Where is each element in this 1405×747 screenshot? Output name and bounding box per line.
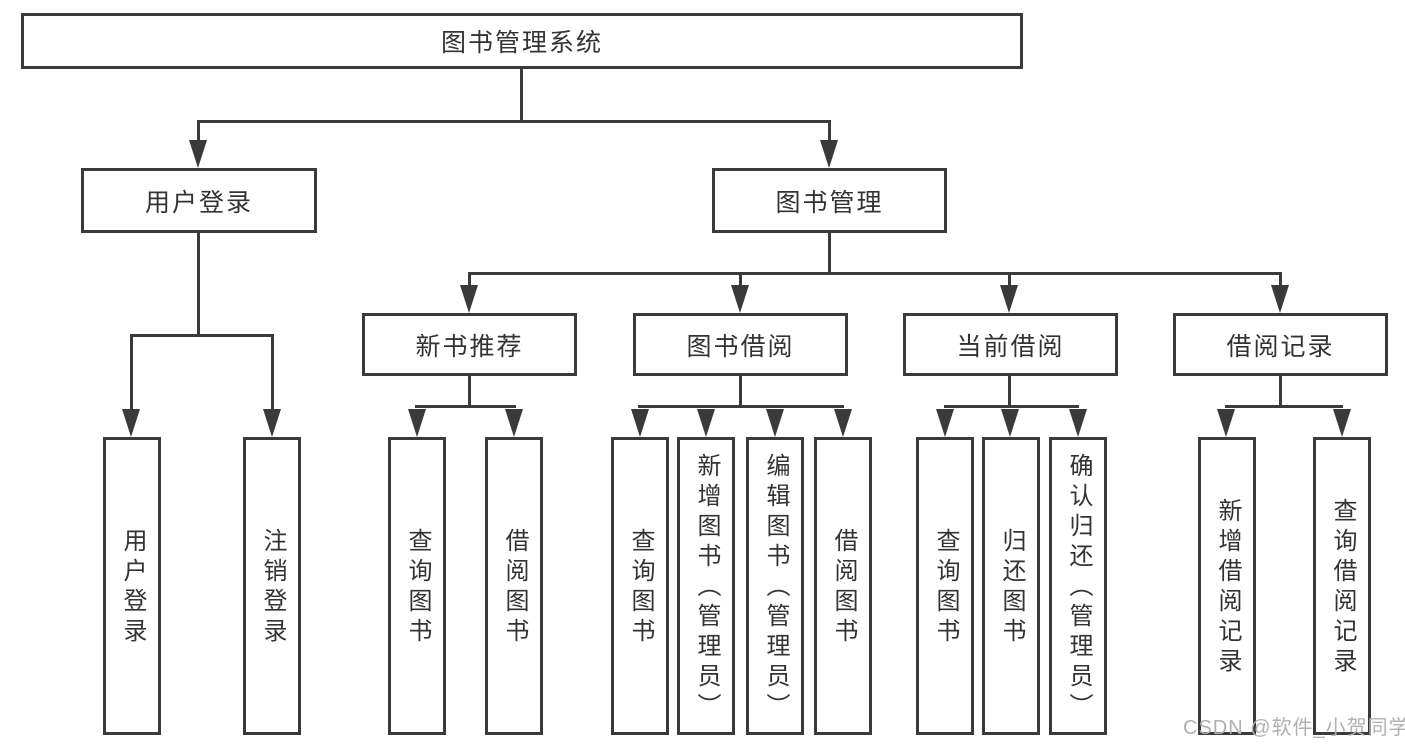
- node-user-login: 用户登录: [81, 168, 317, 233]
- leaf-edit-books-admin: 编辑图书（管理员）: [746, 437, 804, 735]
- arrowhead-down-icon: [1001, 409, 1019, 437]
- leaf-add-books-admin: 新增图书（管理员）: [677, 437, 735, 735]
- arrowhead-down-icon: [263, 409, 281, 437]
- leaf-logout: 注销登录: [243, 437, 301, 735]
- leaf-confirm-return-admin: 确认归还（管理员）: [1049, 437, 1107, 735]
- connector-line: [468, 272, 1282, 275]
- connector-line: [1225, 405, 1343, 408]
- leaf-query-books-recommend: 查询图书: [388, 437, 446, 735]
- node-library-system: 图书管理系统: [21, 13, 1023, 69]
- connector-line: [1008, 376, 1011, 407]
- arrowhead-down-icon: [697, 409, 715, 437]
- leaf-borrow-books-borrowing: 借阅图书: [814, 437, 872, 735]
- arrowhead-down-icon: [122, 409, 140, 437]
- connector-line: [739, 272, 742, 287]
- connector-line: [520, 69, 523, 121]
- node-borrowing-records: 借阅记录: [1173, 313, 1388, 376]
- arrowhead-down-icon: [936, 409, 954, 437]
- arrowhead-down-icon: [834, 409, 852, 437]
- leaf-query-books-current: 查询图书: [916, 437, 974, 735]
- arrowhead-down-icon: [820, 140, 838, 168]
- arrowhead-down-icon: [460, 285, 478, 313]
- connector-line: [638, 405, 844, 408]
- connector-line: [415, 405, 516, 408]
- arrowhead-down-icon: [505, 409, 523, 437]
- arrowhead-down-icon: [1000, 285, 1018, 313]
- connector-line: [944, 405, 1079, 408]
- connector-line: [1279, 376, 1282, 407]
- leaf-add-borrow-record: 新增借阅记录: [1198, 437, 1256, 735]
- arrowhead-down-icon: [408, 409, 426, 437]
- connector-line: [1008, 272, 1011, 287]
- connector-line: [197, 120, 831, 123]
- connector-line: [130, 334, 274, 337]
- connector-line: [468, 376, 471, 408]
- node-new-book-recommend: 新书推荐: [362, 313, 577, 376]
- leaf-return-books: 归还图书: [982, 437, 1040, 735]
- connector-line: [130, 334, 133, 411]
- arrowhead-down-icon: [1217, 409, 1235, 437]
- connector-line: [197, 233, 200, 336]
- connector-line: [1279, 272, 1282, 287]
- arrowhead-down-icon: [766, 409, 784, 437]
- leaf-borrow-books-recommend: 借阅图书: [485, 437, 543, 735]
- arrowhead-down-icon: [731, 285, 749, 313]
- leaf-query-borrow-record: 查询借阅记录: [1313, 437, 1371, 735]
- connector-line: [828, 233, 831, 274]
- connector-line: [468, 272, 471, 287]
- arrowhead-down-icon: [1271, 285, 1289, 313]
- node-book-management: 图书管理: [712, 168, 947, 233]
- arrowhead-down-icon: [1069, 409, 1087, 437]
- connector-line: [828, 120, 831, 142]
- arrowhead-down-icon: [189, 140, 207, 168]
- arrowhead-down-icon: [1333, 409, 1351, 437]
- csdn-watermark: CSDN @软件_小贺同学: [1183, 717, 1405, 739]
- node-book-borrowing: 图书借阅: [633, 313, 848, 376]
- node-current-borrowing: 当前借阅: [903, 313, 1118, 376]
- connector-line: [271, 334, 274, 411]
- connector-line: [739, 376, 742, 407]
- connector-line: [197, 120, 200, 142]
- leaf-user-login: 用户登录: [103, 437, 161, 735]
- arrowhead-down-icon: [631, 409, 649, 437]
- leaf-query-books-borrowing: 查询图书: [611, 437, 669, 735]
